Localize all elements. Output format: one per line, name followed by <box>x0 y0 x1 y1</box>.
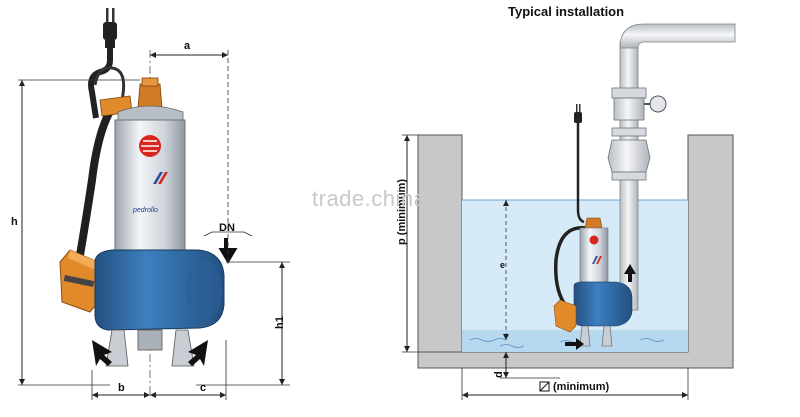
dim-label-dn: DN <box>219 222 235 234</box>
pipe-elbow <box>619 23 736 49</box>
pipe-flange-lower <box>611 171 647 181</box>
gate-valve <box>613 97 645 121</box>
volute-outlet <box>186 260 222 320</box>
float-switch <box>59 249 101 313</box>
check-valve <box>607 139 651 173</box>
brand-stripes <box>153 172 168 184</box>
pipe-flange-middle <box>611 127 647 137</box>
installed-pump <box>573 217 633 347</box>
inlet-arrow-left-icon <box>92 340 112 366</box>
brand-name: pedrollo <box>132 207 158 214</box>
float-switch-cable <box>76 104 116 259</box>
brand-logo-icon <box>139 135 161 157</box>
dim-label-d: d <box>493 371 505 378</box>
dim-label-width-minimum: (minimum) <box>553 381 610 393</box>
dim-label-h1: h1 <box>274 316 286 329</box>
power-plug-icon <box>103 8 117 48</box>
dim-label-b: b <box>118 382 125 394</box>
motor-top-cap <box>117 105 184 123</box>
dim-label-h: h <box>11 216 18 228</box>
installed-float-switch <box>553 299 577 333</box>
dim-label-e: e <box>500 260 505 270</box>
dim-label-a: a <box>184 40 191 52</box>
installation-title: Typical installation <box>508 4 624 19</box>
valve-handwheel-icon <box>649 95 667 113</box>
water-body <box>462 200 688 352</box>
float-cable-loop <box>93 66 126 101</box>
installation-cable <box>576 123 585 224</box>
pump-elevation-view: pedrollo DN a h h <box>11 8 290 400</box>
installation-plug-icon <box>574 104 582 123</box>
installation-float-cable <box>553 226 587 308</box>
square-symbol-icon <box>539 381 550 392</box>
pump-feet <box>105 329 195 367</box>
dim-label-p: p (minimum) <box>396 179 408 245</box>
dim-label-c: c <box>200 382 206 394</box>
typical-installation-view: Typical installation <box>396 4 736 400</box>
installation-inlet-arrow-icon <box>565 338 584 350</box>
pipe-flange-upper <box>611 87 647 99</box>
watermark: trade.china.cn <box>312 186 457 211</box>
inlet-arrow-right-icon <box>188 340 208 366</box>
water-bottom-layer <box>462 330 688 352</box>
outlet-arrow-up-icon <box>218 238 238 264</box>
flow-arrow-up-icon <box>624 264 636 282</box>
